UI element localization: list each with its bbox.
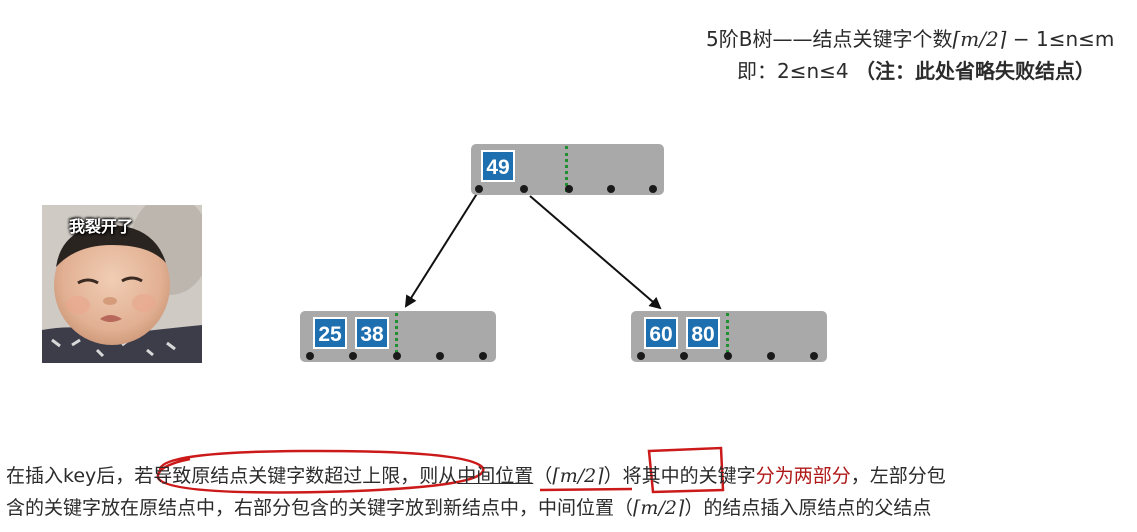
- right-pointer-1: [637, 352, 645, 360]
- meme-image: 我裂开了: [42, 205, 202, 363]
- exp1-part-3: ，则从: [400, 465, 458, 487]
- arrow-to-left-child: [404, 191, 479, 308]
- arrow-to-right-child: [529, 195, 662, 310]
- explanation-line-2: 含的关键字放在原结点中，右部分包含的关键字放到新结点中，中间位置（⌈m/2⌉）的…: [6, 496, 931, 520]
- left-pointer-4: [436, 352, 444, 360]
- right-pointer-3: [724, 352, 732, 360]
- exp2-part-3: ）的结点插入原结点的父结点: [684, 497, 932, 519]
- right-pointer-2: [680, 352, 688, 360]
- exp2-part-2: ⌈m/2⌉: [633, 497, 685, 519]
- rule-line-2-note: （注：此处省略失败结点）: [855, 59, 1095, 83]
- red-box-annotation: [647, 446, 725, 494]
- red-ellipse-annotation: [156, 449, 485, 494]
- root-pointer-2: [520, 185, 528, 193]
- left-pointer-5: [479, 352, 487, 360]
- exp1-part-2: 若导致原结点关键字数超过上限: [134, 465, 401, 487]
- exp1-part-8: 分为两部分: [755, 465, 851, 487]
- rule-line-1-ceil: ⌈m/2⌉: [952, 27, 1007, 51]
- rule-line-2-prefix: 即：2≤n≤4: [737, 59, 855, 83]
- baby-face-illustration: [42, 205, 202, 363]
- exp1-part-4: 中间位置: [457, 465, 534, 487]
- root-key-1: 49: [481, 150, 515, 182]
- exp1-part-9: ，左部分包: [850, 465, 946, 487]
- exp1-part-6: ⌈m/2⌉: [552, 465, 604, 487]
- root-node: 49: [471, 144, 664, 195]
- left-pointer-3: [393, 352, 401, 360]
- left-key-1: 25: [313, 317, 347, 349]
- left-child-node: 25 38: [300, 311, 496, 362]
- left-pointer-2: [349, 352, 357, 360]
- right-key-1: 60: [644, 317, 678, 349]
- root-pointer-4: [607, 185, 615, 193]
- right-pointer-4: [767, 352, 775, 360]
- exp1-part-5: （: [533, 465, 553, 487]
- left-key-2: 38: [355, 317, 389, 349]
- right-separator: [726, 313, 729, 359]
- right-key-2: 80: [686, 317, 720, 349]
- rule-line-1-prefix: 5阶B树——结点关键字个数: [706, 27, 953, 51]
- left-separator: [395, 313, 398, 359]
- exp2-part-1: 含的关键字放在原结点中，右部分包含的关键字放到新结点中，中间位置（: [6, 497, 634, 519]
- root-pointer-1: [475, 185, 483, 193]
- right-child-node: 60 80: [631, 311, 827, 362]
- root-pointer-5: [649, 185, 657, 193]
- rule-line-1-suffix: − 1≤n≤m: [1006, 27, 1115, 51]
- rule-line-1: 5阶B树——结点关键字个数⌈m/2⌉ − 1≤n≤m: [706, 26, 1114, 52]
- rule-line-2: 即：2≤n≤4 （注：此处省略失败结点）: [737, 58, 1095, 84]
- exp1-part-1: 在插入key后，: [6, 465, 135, 487]
- root-pointer-3: [565, 185, 573, 193]
- red-underline-annotation: [539, 487, 633, 492]
- left-pointer-1: [306, 352, 314, 360]
- explanation-line-1: 在插入key后，若导致原结点关键字数超过上限，则从中间位置（⌈m/2⌉）将其中的…: [6, 464, 946, 488]
- root-separator: [565, 146, 568, 192]
- right-pointer-5: [810, 352, 818, 360]
- exp1-part-7: ）将其中的关键字: [603, 465, 756, 487]
- meme-caption: 我裂开了: [68, 217, 133, 236]
